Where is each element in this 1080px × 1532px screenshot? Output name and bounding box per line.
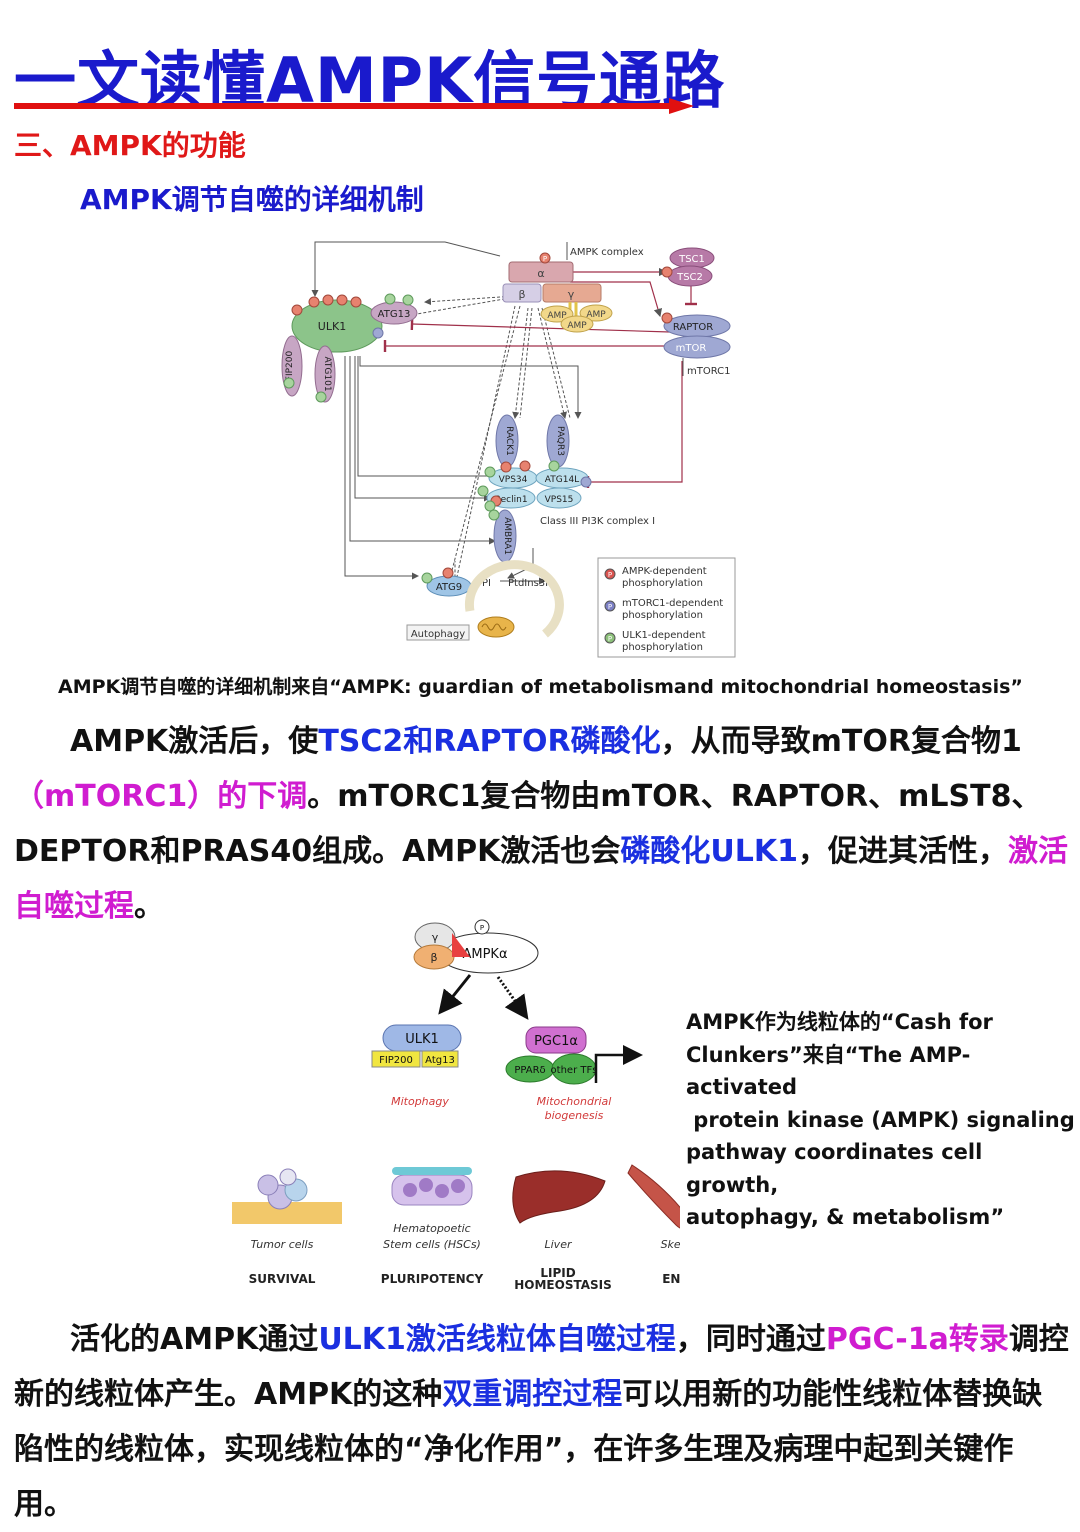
tissue-role-pluripotency: PLURIPOTENCY	[381, 1272, 484, 1286]
tissue-name-muscle: Skeletal muscle	[661, 1238, 680, 1251]
fig2-atg13-label: Atg13	[425, 1055, 455, 1066]
gamma-label: γ	[568, 288, 575, 301]
mito-bio-label-1: Mitochondrial	[537, 1095, 612, 1108]
fig2-caption-line-3: protein kinase (AMPK) signaling	[686, 1104, 1076, 1137]
amp-label-3: AMP	[567, 321, 587, 331]
p1-text-g: ，促进其活性，	[798, 834, 1008, 869]
atg101-label: ATG101	[322, 356, 332, 391]
section-heading: 三、AMPK的功能	[14, 124, 246, 164]
fig2-caption-line-1: AMPK作为线粒体的“Cash for	[686, 1006, 1076, 1039]
title-underline-arrow	[14, 98, 694, 114]
fig2-caption-line-5: autophagy, & metabolism”	[686, 1201, 1076, 1234]
other-tfs-label: other TFs	[551, 1065, 598, 1076]
atg9-label: ATG9	[436, 582, 462, 593]
paragraph-1: AMPK激活后，使TSC2和RAPTOR磷酸化，从而导致mTOR复合物1 （mTO…	[14, 714, 1070, 934]
tissue-name-hsc-1: Hematopoetic	[393, 1222, 470, 1235]
p2-highlight-ulk1-mitophagy: ULK1激活线粒体自噬过程	[318, 1322, 676, 1357]
beta-label: β	[518, 288, 525, 301]
ampk-mitochondria-figure: AMPKα γ β P ULK1 FIP200 Atg13 Mitophagy …	[220, 915, 680, 1295]
fig2-ulk1-label: ULK1	[405, 1032, 439, 1047]
p1-text-a: AMPK激活后，使	[70, 724, 318, 759]
ppar-label: PPARδ	[514, 1065, 545, 1076]
vps34-label: VPS34	[499, 475, 528, 485]
legend-text-0-1: phosphorylation	[622, 578, 703, 589]
class3-label: Class III PI3K complex I	[540, 516, 655, 527]
p1-text-c: ，从而导致mTOR复合物1	[661, 724, 1022, 759]
tsc2-label: TSC2	[676, 272, 703, 283]
figure2-caption: AMPK作为线粒体的“Cash for Clunkers”来自“The AMP-…	[686, 1006, 1076, 1234]
legend-text-2-0: ULK1-dependent	[622, 630, 706, 641]
ambra1-label: AMBRA1	[502, 517, 512, 555]
tissue-name-tumor: Tumor cells	[251, 1238, 314, 1251]
fig2-fip200-label: FIP200	[379, 1055, 413, 1066]
fig2-beta-label: β	[430, 951, 437, 964]
legend-text-2-1: phosphorylation	[622, 642, 703, 653]
tsc1-label: TSC1	[678, 254, 705, 265]
autophagy-label: Autophagy	[411, 629, 465, 640]
ulk1-label: ULK1	[318, 320, 346, 333]
subsection-heading: AMPK调节自噬的详细机制	[80, 178, 424, 218]
mtorc1-label: mTORC1	[687, 366, 731, 377]
p2-highlight-dual-regulation: 双重调控过程	[442, 1377, 622, 1412]
p2-text-a: 活化的AMPK通过	[70, 1322, 318, 1357]
alpha-label: α	[537, 267, 544, 280]
p1-highlight-mtorc1: （mTORC1）的下调	[14, 779, 307, 814]
atg14l-label: ATG14L	[545, 475, 579, 485]
tissue-role-endurance: ENDURANCE	[662, 1272, 680, 1286]
ampka-label: AMPKα	[462, 947, 507, 962]
ampk-autophagy-diagram: α β γ AMP AMP AMP AMPK complex P TSC1 TS…	[270, 236, 750, 661]
legend-text-1-0: mTORC1-dependent	[622, 598, 723, 609]
tissue-role-homeostasis: HOMEOSTASIS	[514, 1278, 612, 1292]
paragraph-2: 活化的AMPK通过ULK1激活线粒体自噬过程，同时通过PGC-1a转录调控新的线…	[14, 1312, 1070, 1532]
fip200-label: FIP200	[285, 351, 295, 382]
figure1-caption: AMPK调节自噬的详细机制来自“AMPK: guardian of metabo…	[58, 672, 1023, 699]
ampk-complex-label: AMPK complex	[570, 247, 644, 258]
fig2-gamma-label: γ	[432, 931, 439, 944]
pgc1a-label: PGC1α	[534, 1034, 578, 1049]
vps15-label: VPS15	[545, 495, 574, 505]
tissue-role-survival: SURVIVAL	[249, 1272, 316, 1286]
fig2-caption-line-2: Clunkers”来自“The AMP-activated	[686, 1039, 1076, 1104]
legend-marker-p-0: P	[608, 571, 612, 579]
rack1-label: RACK1	[504, 426, 514, 456]
legend-text-0-0: AMPK-dependent	[622, 566, 707, 577]
p1-highlight-ulk1: 磷酸化ULK1	[620, 834, 798, 869]
muscle-illustration	[628, 1165, 680, 1230]
mitophagy-label: Mitophagy	[391, 1095, 449, 1108]
mito-bio-label-2: biogenesis	[545, 1109, 604, 1122]
p2-highlight-pgc1a: PGC-1a转录	[826, 1322, 1009, 1357]
tissue-name-hsc-2: Stem cells (HSCs)	[383, 1238, 481, 1251]
tissue-name-liver: Liver	[545, 1238, 573, 1251]
mtor-label: mTOR	[676, 343, 707, 354]
atg13-label: ATG13	[378, 309, 411, 320]
hsc-illustration	[392, 1167, 472, 1205]
paqr3-label: PAQR3	[555, 426, 565, 456]
p1-text-i: 。	[134, 889, 164, 924]
ampk-p-marker: P	[543, 255, 547, 263]
legend-marker-p-2: P	[608, 635, 612, 643]
legend-marker-p-1: P	[608, 603, 612, 611]
legend-text-1-1: phosphorylation	[622, 610, 703, 621]
p1-highlight-tsc2-raptor: TSC2和RAPTOR磷酸化	[318, 724, 660, 759]
p2-text-c: ，同时通过	[676, 1322, 826, 1357]
raptor-label: RAPTOR	[673, 322, 713, 333]
fig2-p-marker: P	[480, 924, 484, 932]
tumor-cells-illustration	[232, 1169, 342, 1224]
fig2-caption-line-4: pathway coordinates cell growth,	[686, 1136, 1076, 1201]
liver-illustration	[513, 1171, 605, 1223]
